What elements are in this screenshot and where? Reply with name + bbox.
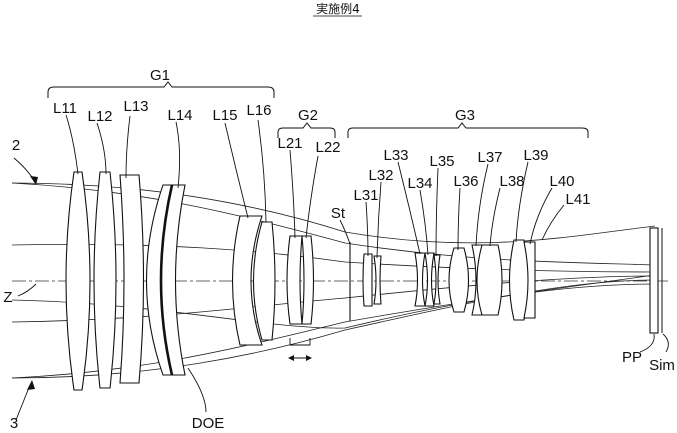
lens-label-L40: L40 bbox=[549, 173, 574, 190]
lens-L35 bbox=[433, 254, 441, 305]
arrow-right-icon bbox=[306, 355, 312, 361]
lens-label-L13: L13 bbox=[123, 98, 148, 115]
arrow-left-icon bbox=[288, 355, 294, 361]
lens-L40 bbox=[523, 241, 536, 319]
lens-label-L37: L37 bbox=[477, 149, 502, 166]
image-plane-PP bbox=[649, 227, 659, 334]
ray-label-2: 2 bbox=[12, 137, 20, 154]
group-g3-lenses bbox=[362, 239, 536, 321]
lens-label-L22: L22 bbox=[315, 139, 340, 156]
ray-label-3: 3 bbox=[10, 415, 18, 432]
lens-L34 bbox=[424, 252, 435, 307]
lens-label-L41: L41 bbox=[565, 191, 590, 208]
lens-L16 bbox=[252, 221, 276, 341]
lens-L13 bbox=[119, 174, 145, 384]
lens-label-L32: L32 bbox=[368, 167, 393, 184]
lens-label-L15: L15 bbox=[212, 107, 237, 124]
lens-label-L34: L34 bbox=[407, 175, 432, 192]
lens-label-L31: L31 bbox=[353, 187, 378, 204]
sim-label: Sim bbox=[649, 357, 675, 374]
doe-label: DOE bbox=[192, 415, 225, 432]
lens-L31 bbox=[362, 253, 373, 307]
lens-L21 bbox=[286, 235, 303, 325]
leader-lines bbox=[65, 114, 669, 413]
lens-label-L35: L35 bbox=[429, 153, 454, 170]
lens-label-L16: L16 bbox=[246, 102, 271, 119]
bracket-G3 bbox=[347, 122, 589, 138]
lens-label-L33: L33 bbox=[383, 147, 408, 164]
lens-L32 bbox=[373, 255, 382, 305]
lens-label-L21: L21 bbox=[277, 135, 302, 152]
lens-label-L39: L39 bbox=[523, 147, 548, 164]
lens-label-L11: L11 bbox=[53, 100, 77, 117]
axis-label: Z bbox=[3, 289, 12, 306]
group-label-G1: G1 bbox=[150, 67, 170, 84]
diagram-title: 実施例4 bbox=[316, 1, 360, 16]
stop-label: St bbox=[331, 205, 346, 222]
bracket-G1 bbox=[47, 81, 275, 98]
lens-label-L14: L14 bbox=[167, 107, 192, 124]
lens-L38 bbox=[476, 244, 503, 316]
bracket-G2 bbox=[277, 122, 336, 138]
group-g1-lenses bbox=[65, 171, 276, 391]
lens-label-L36: L36 bbox=[453, 173, 478, 190]
lens-L22 bbox=[301, 235, 315, 325]
lens-L33 bbox=[414, 252, 426, 307]
axis-leader bbox=[17, 283, 37, 297]
lens-L36 bbox=[448, 247, 469, 313]
lens-L15 bbox=[231, 215, 263, 346]
lens-label-L12: L12 bbox=[87, 108, 112, 125]
lens-label-L38: L38 bbox=[499, 173, 524, 190]
lens-L11 bbox=[65, 171, 91, 391]
doe-surface bbox=[159, 184, 174, 376]
g2-bracket-mark bbox=[289, 338, 311, 346]
lens-L14 bbox=[146, 184, 186, 376]
arrow-icon bbox=[30, 176, 38, 185]
lens-L12 bbox=[93, 171, 117, 389]
arrow-icon bbox=[27, 380, 35, 390]
group-label-G2: G2 bbox=[298, 107, 318, 124]
group-label-G3: G3 bbox=[455, 107, 475, 124]
pp-label: PP bbox=[622, 349, 642, 366]
group-g2-lenses bbox=[286, 235, 315, 325]
